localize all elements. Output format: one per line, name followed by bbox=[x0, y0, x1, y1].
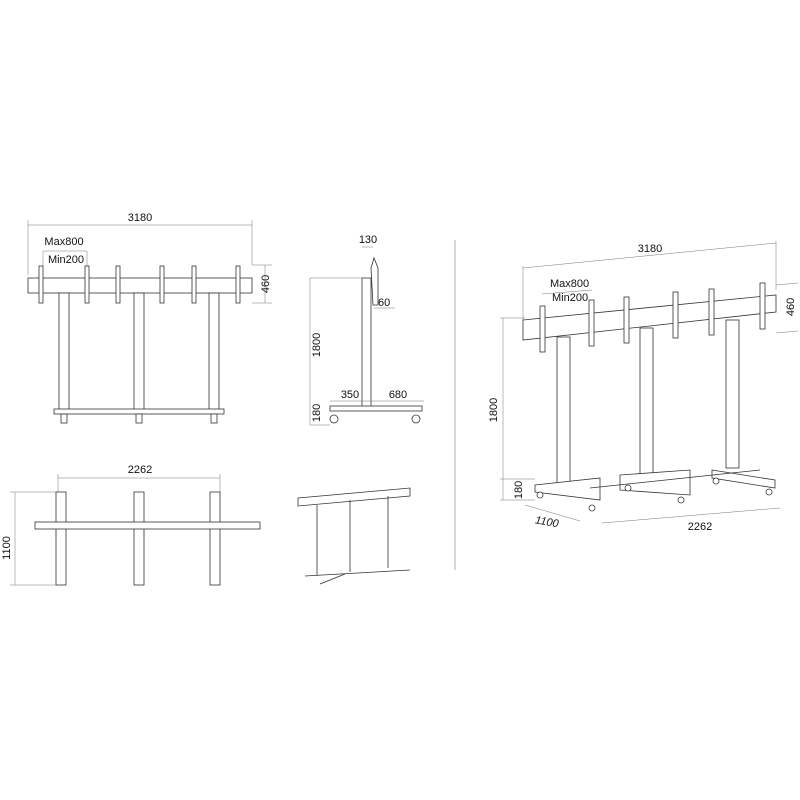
side-base-front-label: 350 bbox=[341, 389, 359, 401]
caster-wheels bbox=[60, 413, 218, 424]
persp-columns bbox=[556, 319, 740, 486]
side-offset-label: 60 bbox=[378, 297, 390, 309]
vesa-brackets bbox=[38, 265, 241, 304]
mounting-bar bbox=[27, 277, 253, 294]
front-bar-height-label: 460 bbox=[260, 275, 272, 293]
persp-width-label: 3180 bbox=[638, 243, 662, 255]
side-base-height-label: 180 bbox=[311, 404, 323, 422]
side-base-back-label: 680 bbox=[389, 389, 407, 401]
columns bbox=[58, 292, 220, 411]
top-width-label: 2262 bbox=[128, 464, 152, 476]
persp-brackets bbox=[539, 282, 766, 353]
top-bar bbox=[34, 521, 261, 530]
persp-bar-height-label: 460 bbox=[785, 298, 797, 316]
side-base bbox=[329, 405, 423, 412]
front-min-spacing-label: Min200 bbox=[48, 254, 84, 266]
front-width-label: 3180 bbox=[128, 212, 152, 224]
persp-base bbox=[534, 469, 776, 501]
persp-max-spacing-label: Max800 bbox=[550, 278, 589, 290]
persp-base-width-label: 2262 bbox=[688, 521, 712, 533]
persp-height-label: 1800 bbox=[488, 398, 500, 422]
side-column bbox=[361, 277, 372, 409]
front-view: 3180 Max800 Min200 460 bbox=[27, 212, 272, 424]
persp-base-height-label: 180 bbox=[513, 481, 525, 499]
side-bracket bbox=[370, 256, 379, 306]
persp-min-spacing-label: Min200 bbox=[552, 292, 588, 304]
perspective-view: 3180 Max800 Min200 460 1800 180 1100 bbox=[488, 241, 799, 533]
side-height-label: 1800 bbox=[311, 333, 323, 357]
side-depth-top-label: 130 bbox=[359, 234, 377, 246]
front-max-spacing-label: Max800 bbox=[44, 236, 83, 248]
persp-wheels bbox=[536, 477, 773, 512]
base-bar bbox=[53, 408, 225, 415]
small-perspective-view bbox=[297, 487, 411, 585]
top-depth-label: 1100 bbox=[1, 536, 13, 560]
persp-depth-label: 1100 bbox=[534, 514, 560, 530]
top-view: 2262 1100 bbox=[1, 464, 261, 586]
side-view: 130 60 1800 350 680 180 bbox=[309, 234, 424, 426]
